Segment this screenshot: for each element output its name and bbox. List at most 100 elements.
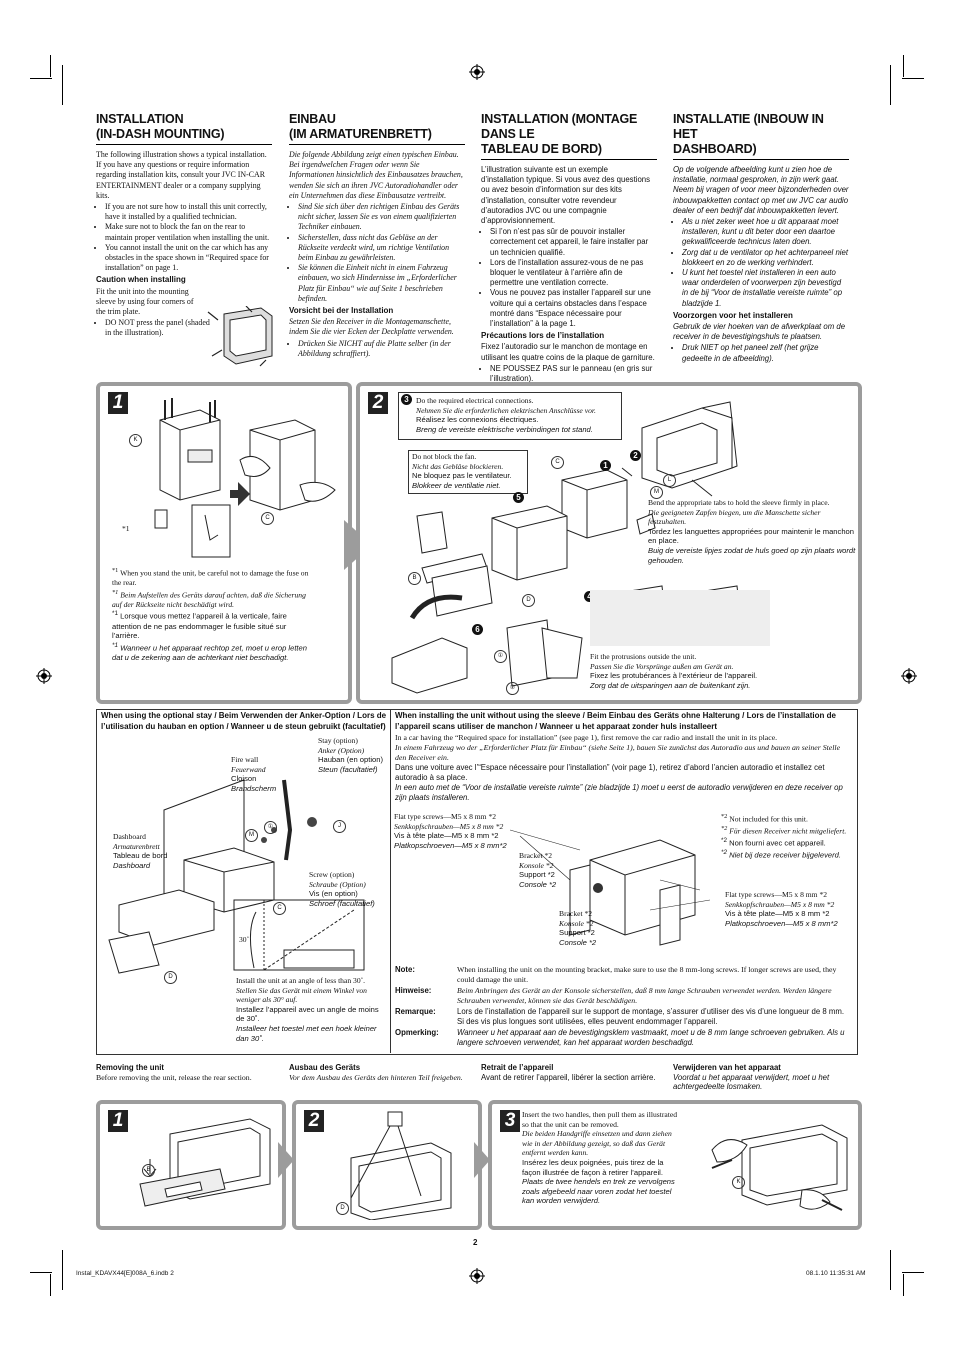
handles-text: Insert the two handles, then pull them a… <box>522 1110 678 1206</box>
step2-number: 2 <box>368 392 388 414</box>
label-c1b: ① <box>264 821 277 834</box>
caution-text-de: Setzen Sie den Receiver in die Montagema… <box>289 317 454 337</box>
label-Dc: D <box>336 1202 349 1215</box>
protrusions-text: Fit the protrusions outside the unit. Pa… <box>590 652 758 690</box>
label-c2: ② <box>506 682 519 695</box>
star1-mark: *1 <box>122 524 130 533</box>
column-de: EINBAU(IM ARMATURENBRETT) Die folgende A… <box>289 112 465 359</box>
registration-mark-top <box>469 64 485 80</box>
registration-mark-right <box>901 668 917 684</box>
bullets-fr: Si l’on n’est pas sûr de pouvoir install… <box>481 227 657 329</box>
heading-en: INSTALLATION(IN-DASH MOUNTING) <box>96 112 272 145</box>
stay-title: When using the optional stay / Beim Verw… <box>101 711 387 731</box>
label-Kc: K <box>732 1176 745 1189</box>
label-Mb: M <box>245 829 258 842</box>
remove-step3-panel: 3 Insert the two handles, then pull them… <box>488 1100 862 1230</box>
trim-plate-illustration <box>207 306 273 367</box>
footer-file: Instal_KDAVX44[E]008A_6.indb 2 <box>76 1270 174 1277</box>
tabs-text: Bend the appropriate tabs to hold the sl… <box>648 498 856 565</box>
step-marker-5: 5 <box>513 492 524 503</box>
step-marker-6: 6 <box>472 624 483 635</box>
step-marker-4: 4 <box>584 591 595 602</box>
caution-text-en: Fit the unit into the mounting sleeve by… <box>96 286 194 317</box>
label-B: B <box>408 572 421 585</box>
heading-de: EINBAU(IM ARMATURENBRETT) <box>289 112 465 145</box>
step1-notes: *1 When you stand the unit, be careful n… <box>112 567 309 662</box>
label-Cb: C <box>273 902 286 915</box>
step-marker-1: 1 <box>600 460 611 471</box>
caution-title-nl: Voorzorgen voor het installeren <box>673 310 793 320</box>
bullets-nl: Als u niet zeker weet hoe u dit apparaat… <box>673 217 849 309</box>
step-marker-3: 3 <box>401 394 412 405</box>
remove-step3-number: 3 <box>500 1110 520 1132</box>
remove-step2-number: 2 <box>304 1110 324 1132</box>
label-M: M <box>650 486 663 499</box>
footnotes: *2 Not included for this unit. *2 Für di… <box>721 813 847 860</box>
stay-label: Stay (option)Anker (Option)Hauban (en op… <box>318 736 384 774</box>
arrow-right-icon-2 <box>278 1142 294 1178</box>
label-c1: ① <box>494 650 507 663</box>
label-D: D <box>522 594 535 607</box>
arrow-right-icon-3 <box>474 1142 490 1178</box>
label-K: K <box>129 434 142 447</box>
registration-mark-bottom <box>469 1268 485 1284</box>
caution-text-fr: Fixez l’autoradio sur le manchon de mont… <box>481 342 655 362</box>
caution-bullet-en: DO NOT press the panel (shaded in the il… <box>105 318 215 338</box>
step1-number: 1 <box>108 392 128 414</box>
remove-step1-illustration <box>139 1118 271 1207</box>
options-frame <box>96 709 858 1055</box>
nosleeve-paragraphs: In a car having the “Required space for … <box>395 733 843 802</box>
intro-fr: L’illustration suivante est un exemple d… <box>481 165 651 226</box>
fan-text: Do not block the fan. Nicht das Gebläse … <box>412 452 512 490</box>
label-L: L <box>663 474 676 487</box>
step2-panel: 2 3 Do the required electrical connectio… <box>356 382 862 704</box>
intro-en: The following illustration shows a typic… <box>96 150 267 200</box>
intro-nl: Op de volgende afbeelding kunt u zien ho… <box>673 165 849 215</box>
step1-illustration <box>154 398 336 558</box>
screw-label: Screw (option)Schraube (Option)Vis (en o… <box>309 870 375 908</box>
caution-bullet-fr: NE POUSSEZ PAS sur le panneau (en gris s… <box>490 364 657 384</box>
notes-table: Note: When installing the unit on the mo… <box>395 965 845 1047</box>
nosleeve-title: When installing the unit without using t… <box>395 711 836 731</box>
caution-bullet-nl: Druk NIET op het paneel zelf (het grijze… <box>682 343 849 363</box>
stay-illustration <box>108 779 365 974</box>
bullets-de: Sind Sie sich über den richtigen Einbau … <box>289 202 465 304</box>
step1-panel: 1 K C *1 *1 When you stand the unit, be … <box>96 382 352 704</box>
label-Db: D <box>164 971 177 984</box>
label-C: C <box>261 512 274 525</box>
bullets-en: If you are not sure how to install this … <box>96 202 272 273</box>
caution-title-en: Caution when installing <box>96 275 186 285</box>
caution-text-nl: Gebruik de vier hoeken van de afwerkplaa… <box>673 322 846 342</box>
angle-degree-label: 30˚ <box>239 935 250 944</box>
remove-step1-number: 1 <box>108 1110 128 1132</box>
column-en: INSTALLATION(IN-DASH MOUNTING) The follo… <box>96 112 272 339</box>
label-Bc: B <box>142 1164 155 1177</box>
caution-bullet-de: Drücken Sie NICHT auf die Platte selber … <box>298 339 465 359</box>
caution-title-fr: Précautions lors de l’installation <box>481 331 605 341</box>
label-J: J <box>333 820 346 833</box>
angle-text: Install the unit at an angle of less tha… <box>236 976 379 1043</box>
remove-step1-panel: 1 B <box>96 1100 286 1230</box>
electrical-text: Do the required electrical connections. … <box>416 396 596 434</box>
page-number: 2 <box>473 1238 478 1247</box>
remove-step2-panel: 2 D <box>292 1100 482 1230</box>
registration-mark-left <box>36 668 52 684</box>
bracket-illustration <box>510 829 710 946</box>
step-marker-2: 2 <box>630 450 641 461</box>
remove-step3-illustration <box>711 1124 848 1211</box>
remove-step2-illustration <box>350 1111 452 1220</box>
